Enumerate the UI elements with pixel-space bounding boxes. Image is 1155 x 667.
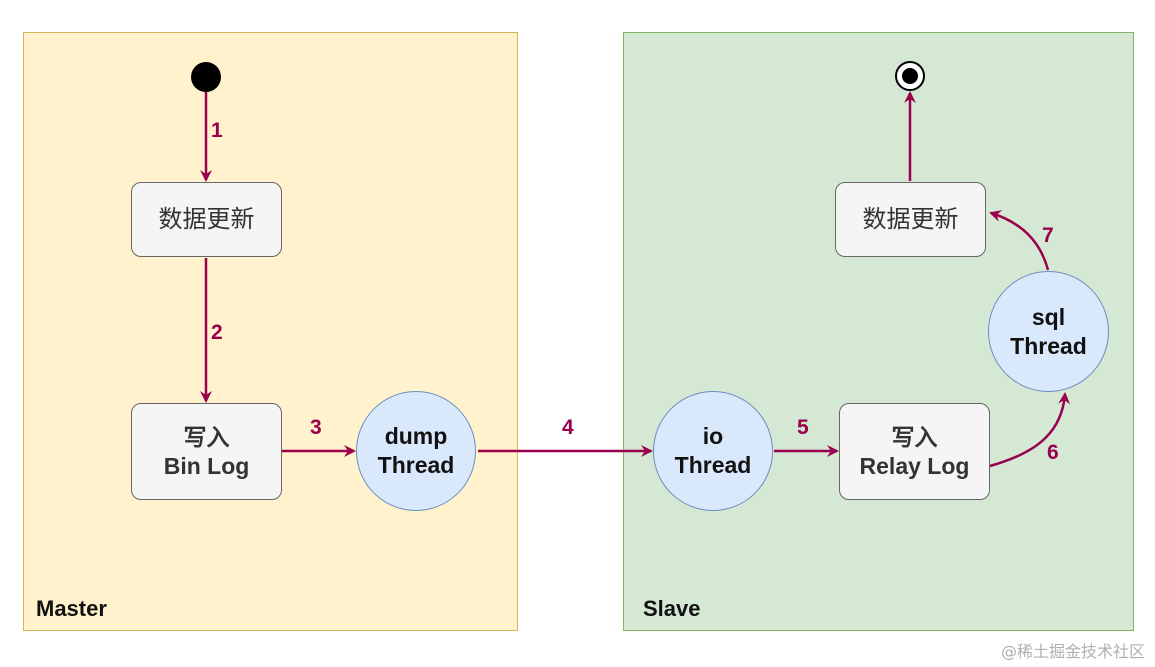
dump-thread-line2: Thread bbox=[377, 452, 455, 478]
write-relaylog-node: 写入 Relay Log bbox=[839, 403, 990, 500]
edge-7 bbox=[989, 210, 1050, 271]
sql-thread-line1: sql bbox=[1031, 303, 1066, 330]
write-binlog-line2: Bin Log bbox=[163, 452, 250, 479]
slave-data-update-node: 数据更新 bbox=[835, 182, 986, 257]
step-label-2: 2 bbox=[211, 321, 223, 344]
step-label-5: 5 bbox=[797, 416, 809, 439]
master-data-update-node: 数据更新 bbox=[131, 182, 282, 257]
step-label-6: 6 bbox=[1047, 441, 1059, 464]
end-node-core bbox=[902, 68, 918, 84]
write-relaylog-line1: 写入 bbox=[891, 423, 938, 450]
dump-thread-node: dump Thread bbox=[356, 391, 476, 511]
step-label-3: 3 bbox=[310, 416, 322, 439]
start-node bbox=[191, 62, 221, 92]
edge-6 bbox=[989, 392, 1071, 468]
write-binlog-line1: 写入 bbox=[183, 423, 230, 450]
sql-thread-line2: Thread bbox=[1010, 332, 1087, 359]
io-thread-node: io Thread bbox=[653, 391, 773, 511]
step-label-7: 7 bbox=[1042, 224, 1054, 247]
master-panel bbox=[23, 32, 518, 631]
dump-thread-line1: dump bbox=[384, 423, 448, 449]
sql-thread-node: sql Thread bbox=[988, 271, 1109, 392]
master-data-update-label: 数据更新 bbox=[158, 205, 255, 233]
step-label-4: 4 bbox=[562, 416, 574, 439]
io-thread-line2: Thread bbox=[674, 452, 752, 478]
watermark: @稀土掘金技术社区 bbox=[1000, 642, 1145, 661]
slave-label: Slave bbox=[643, 596, 701, 621]
master-label: Master bbox=[36, 596, 107, 621]
write-relaylog-line2: Relay Log bbox=[859, 452, 970, 479]
write-binlog-node: 写入 Bin Log bbox=[131, 403, 282, 500]
io-thread-line1: io bbox=[702, 423, 724, 449]
step-label-1: 1 bbox=[211, 119, 223, 142]
slave-data-update-label: 数据更新 bbox=[862, 205, 959, 233]
